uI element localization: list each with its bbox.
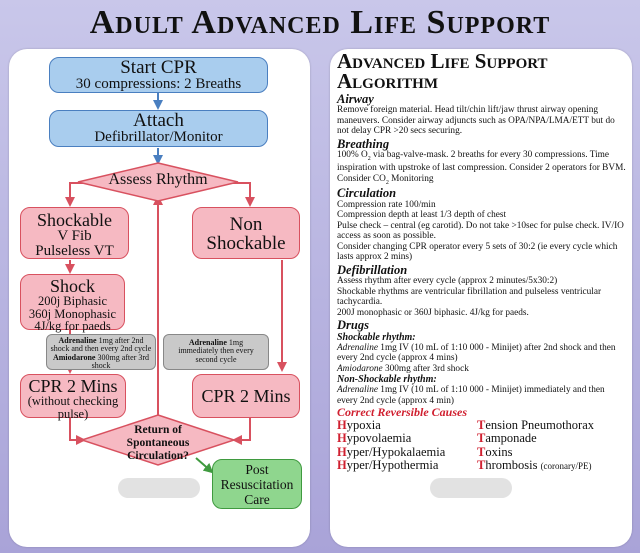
reference-card xyxy=(330,49,632,547)
post-resuscitation-box: Post Resuscitation Care xyxy=(212,459,302,509)
shock-title: Shock xyxy=(50,276,95,296)
drug-right-adrenaline: Adrenaline 1mg immediately then every se… xyxy=(178,338,254,364)
shockable-box: Shockable V Fib Pulseless VT xyxy=(20,207,129,259)
cause-h-2: Hypovolaemia xyxy=(337,431,412,446)
start-cpr-detail: 30 compressions: 2 Breaths xyxy=(75,76,242,92)
shockable-rhythm-label: Shockable rhythm: xyxy=(337,331,416,343)
rosc-line2: Spontaneous xyxy=(126,437,190,450)
shock-line2: 360j Monophasic xyxy=(28,306,117,321)
assess-rhythm-label: Assess Rhythm xyxy=(108,171,208,188)
circulation-line-4: Consider changing CPR operator every 5 s… xyxy=(337,241,618,263)
shockable-line1: V Fib xyxy=(57,228,92,244)
cause-t-1: Tension Pneumothorax xyxy=(477,417,595,432)
circulation-line-2: Compression depth at least 1/3 depth of … xyxy=(337,210,507,221)
cpr-left-title: CPR 2 Mins xyxy=(28,376,118,396)
cause-h-4: Hyper/Hypothermia xyxy=(337,458,439,473)
defibrillation-line-2: Shockable rhythms are ventricular fibril… xyxy=(337,286,602,308)
attach-box: Attach Defibrillator/Monitor xyxy=(49,110,268,147)
cause-h-3: Hyper/Hypokalaemia xyxy=(337,444,446,459)
cause-t-4: Thrombosis (coronary/PE) xyxy=(477,458,592,473)
reversible-causes-heading: Correct Reversible Causes xyxy=(337,405,467,420)
non-shockable-box: Non Shockable xyxy=(192,207,300,259)
non-shockable-line1: Non xyxy=(229,214,263,235)
reference-subtitle: Algorithm xyxy=(337,68,439,93)
shock-line3: 4J/kg for paeds xyxy=(34,319,111,333)
drug-box-shockable: Adrenaline 1mg after 2nd shock and then … xyxy=(46,334,156,370)
non-shockable-rhythm-label: Non-Shockable rhythm: xyxy=(337,374,437,386)
arrow-cpr-right-to-rosc xyxy=(232,418,251,445)
attach-detail: Defibrillator/Monitor xyxy=(94,129,223,145)
arrow-cpr-left-to-rosc xyxy=(69,418,86,445)
left-card-tab xyxy=(118,478,200,498)
cause-t-2: Tamponade xyxy=(477,431,537,446)
shock-line1: 200j Biphasic xyxy=(37,294,108,308)
arrow-rosc-to-post-care xyxy=(195,457,214,474)
cause-t-3: Toxins xyxy=(477,444,513,459)
shockable-amiodarone-text: Amiodarone 300mg after 3rd shock xyxy=(337,363,469,374)
t-causes-column: Tension Pneumothorax Tamponade Toxins Th… xyxy=(477,417,627,473)
post-line2: Resuscitation xyxy=(220,476,294,492)
post-line1: Post xyxy=(245,462,269,477)
rosc-label: Return of Spontaneous Circulation? xyxy=(108,424,208,464)
drugs-heading: Drugs xyxy=(337,318,369,333)
airway-heading: Airway xyxy=(337,91,374,106)
reversible-causes-list: Hypoxia Hypovolaemia Hyper/Hypokalaemia … xyxy=(337,417,627,473)
shock-box: Shock 200j Biphasic 360j Monophasic 4J/k… xyxy=(20,274,125,333)
defibrillation-line-3: 200J monophasic or 360J biphasic. 4J/kg … xyxy=(337,307,529,318)
reference-text: Advanced Life Support Algorithm Airway R… xyxy=(337,49,627,473)
rosc-line1: Return of xyxy=(134,424,182,436)
cause-h-1: Hypoxia xyxy=(337,417,381,432)
cpr-left-line1: (without checking xyxy=(27,394,119,408)
start-cpr-box: Start CPR 30 compressions: 2 Breaths xyxy=(49,57,268,93)
drug-left-amiodarone: Amiodarone 300mg after 3rd shock xyxy=(52,352,150,371)
circulation-line-1: Compression rate 100/min xyxy=(337,199,436,210)
drug-box-non-shockable: Adrenaline 1mg immediately then every se… xyxy=(163,334,269,370)
non-shockable-line2: Shockable xyxy=(206,233,286,254)
breathing-heading: Breathing xyxy=(337,136,390,151)
defibrillation-heading: Defibrillation xyxy=(337,262,408,277)
post-line3: Care xyxy=(244,491,270,507)
non-shockable-adrenaline-text: Adrenaline 1mg IV (10 mL of 1:10 000 - M… xyxy=(337,385,605,406)
page-title: Adult Advanced Life Support xyxy=(89,4,551,41)
drug-left-adrenaline: Adrenaline 1mg after 2nd shock and then … xyxy=(50,336,152,354)
rosc-line3: Circulation? xyxy=(127,450,189,463)
rosc-diamond xyxy=(79,414,237,466)
start-cpr-title: Start CPR xyxy=(120,57,197,78)
shockable-title: Shockable xyxy=(37,210,112,230)
defibrillation-line-1: Assess rhythm after every cycle (approx … xyxy=(337,276,558,287)
cpr-left-line2: pulse) xyxy=(57,406,89,421)
cpr-left-box: CPR 2 Mins (without checking pulse) xyxy=(20,374,126,421)
shockable-adrenaline-text: Adrenaline 1mg IV (10 mL of 1:10 000 - M… xyxy=(337,342,616,364)
airway-text: Remove foreign material. Head tilt/chin … xyxy=(337,105,615,137)
h-causes-column: Hypoxia Hypovolaemia Hyper/Hypokalaemia … xyxy=(337,417,477,473)
circulation-line-3: Pulse check – central (eg carotid). Do n… xyxy=(337,220,624,242)
assess-rhythm-diamond xyxy=(77,162,239,202)
right-card-tab xyxy=(430,478,512,498)
shockable-line2: Pulseless VT xyxy=(35,243,114,259)
circulation-heading: Circulation xyxy=(337,186,397,201)
reference-title: Advanced Life Support xyxy=(337,49,548,73)
attach-title: Attach xyxy=(133,110,184,131)
cpr-right-box: CPR 2 Mins xyxy=(192,374,300,418)
breathing-text: 100% O2 via bag-valve-mask. 2 breaths fo… xyxy=(337,150,626,186)
